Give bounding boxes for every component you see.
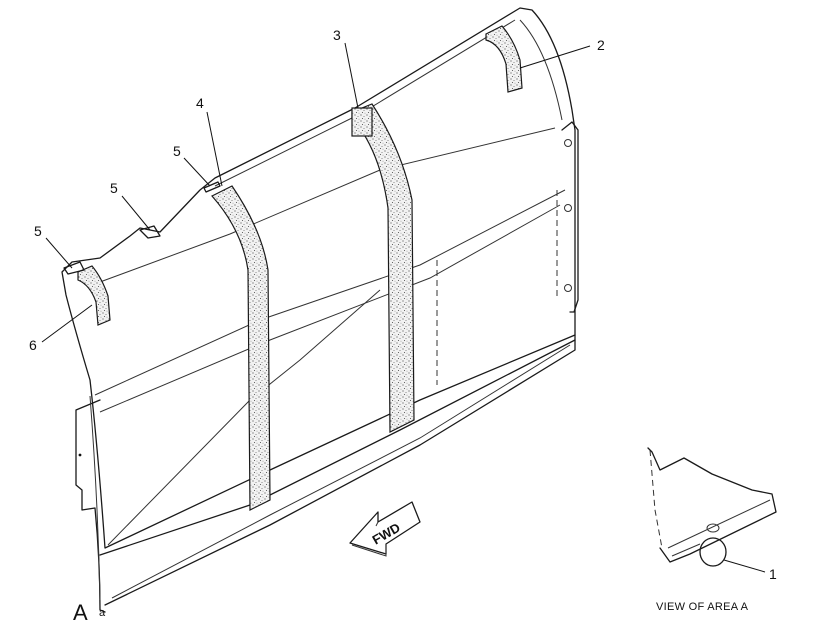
panel-bottom-edge xyxy=(104,334,576,606)
right-flange-hole-1 xyxy=(564,139,572,147)
bumper-top xyxy=(706,523,720,533)
area-a-label: A xyxy=(73,600,88,625)
main-panel xyxy=(61,7,579,613)
leader-5-middle xyxy=(121,195,151,231)
left-flange-hole xyxy=(78,453,82,457)
panel-lower-edge xyxy=(99,339,576,556)
right-flange-hole-2 xyxy=(564,204,572,212)
panel-bottom-inner xyxy=(111,344,571,599)
inset-view-area-a: 1 VIEW OF AREA A xyxy=(647,447,777,613)
panel-crease-1 xyxy=(99,127,556,283)
foam-strip-4 xyxy=(211,185,271,511)
clip-5-right xyxy=(203,181,221,193)
callout-5-middle: 5 xyxy=(110,180,118,196)
callout-5-right: 5 xyxy=(173,143,181,159)
right-flange-hole-3 xyxy=(564,284,572,292)
callout-3: 3 xyxy=(333,27,341,43)
panel-upper-sheet xyxy=(61,7,576,549)
foam-strip-3-top xyxy=(351,107,373,137)
leader-5-left xyxy=(45,237,73,269)
callout-1: 1 xyxy=(769,566,777,582)
panel-crease-3 xyxy=(99,204,561,413)
clip-5-left xyxy=(63,261,85,275)
view-caption: VIEW OF AREA A xyxy=(656,601,749,613)
inset-bracket-lower xyxy=(671,543,701,557)
area-a-sublabel: a xyxy=(99,607,106,619)
panel-diagonal xyxy=(107,289,381,546)
leader-2 xyxy=(519,45,591,69)
callout-6: 6 xyxy=(29,337,37,353)
fwd-arrow: FWD xyxy=(349,501,421,557)
leader-3 xyxy=(344,42,359,109)
callout-2: 2 xyxy=(597,37,605,53)
inset-bracket-inner xyxy=(667,499,771,549)
foam-strip-3 xyxy=(351,103,415,433)
clip-5-middle xyxy=(139,225,161,239)
inset-hidden-edge xyxy=(649,449,663,549)
callout-leaders xyxy=(41,42,591,343)
foam-pad-2 xyxy=(485,25,523,93)
leader-6 xyxy=(41,304,93,343)
callout-4: 4 xyxy=(196,95,204,111)
inset-bracket xyxy=(647,447,777,563)
leader-4 xyxy=(206,111,223,187)
foam-pad-6 xyxy=(77,265,111,326)
leader-1 xyxy=(723,559,766,573)
left-flange-inner xyxy=(89,395,101,601)
bumper-knob xyxy=(699,537,727,567)
panel-crease-2 xyxy=(94,189,566,396)
fwd-arrow-depth xyxy=(351,521,387,557)
leader-5-right xyxy=(183,157,211,187)
right-flange xyxy=(561,121,579,313)
callout-5-left: 5 xyxy=(34,223,42,239)
